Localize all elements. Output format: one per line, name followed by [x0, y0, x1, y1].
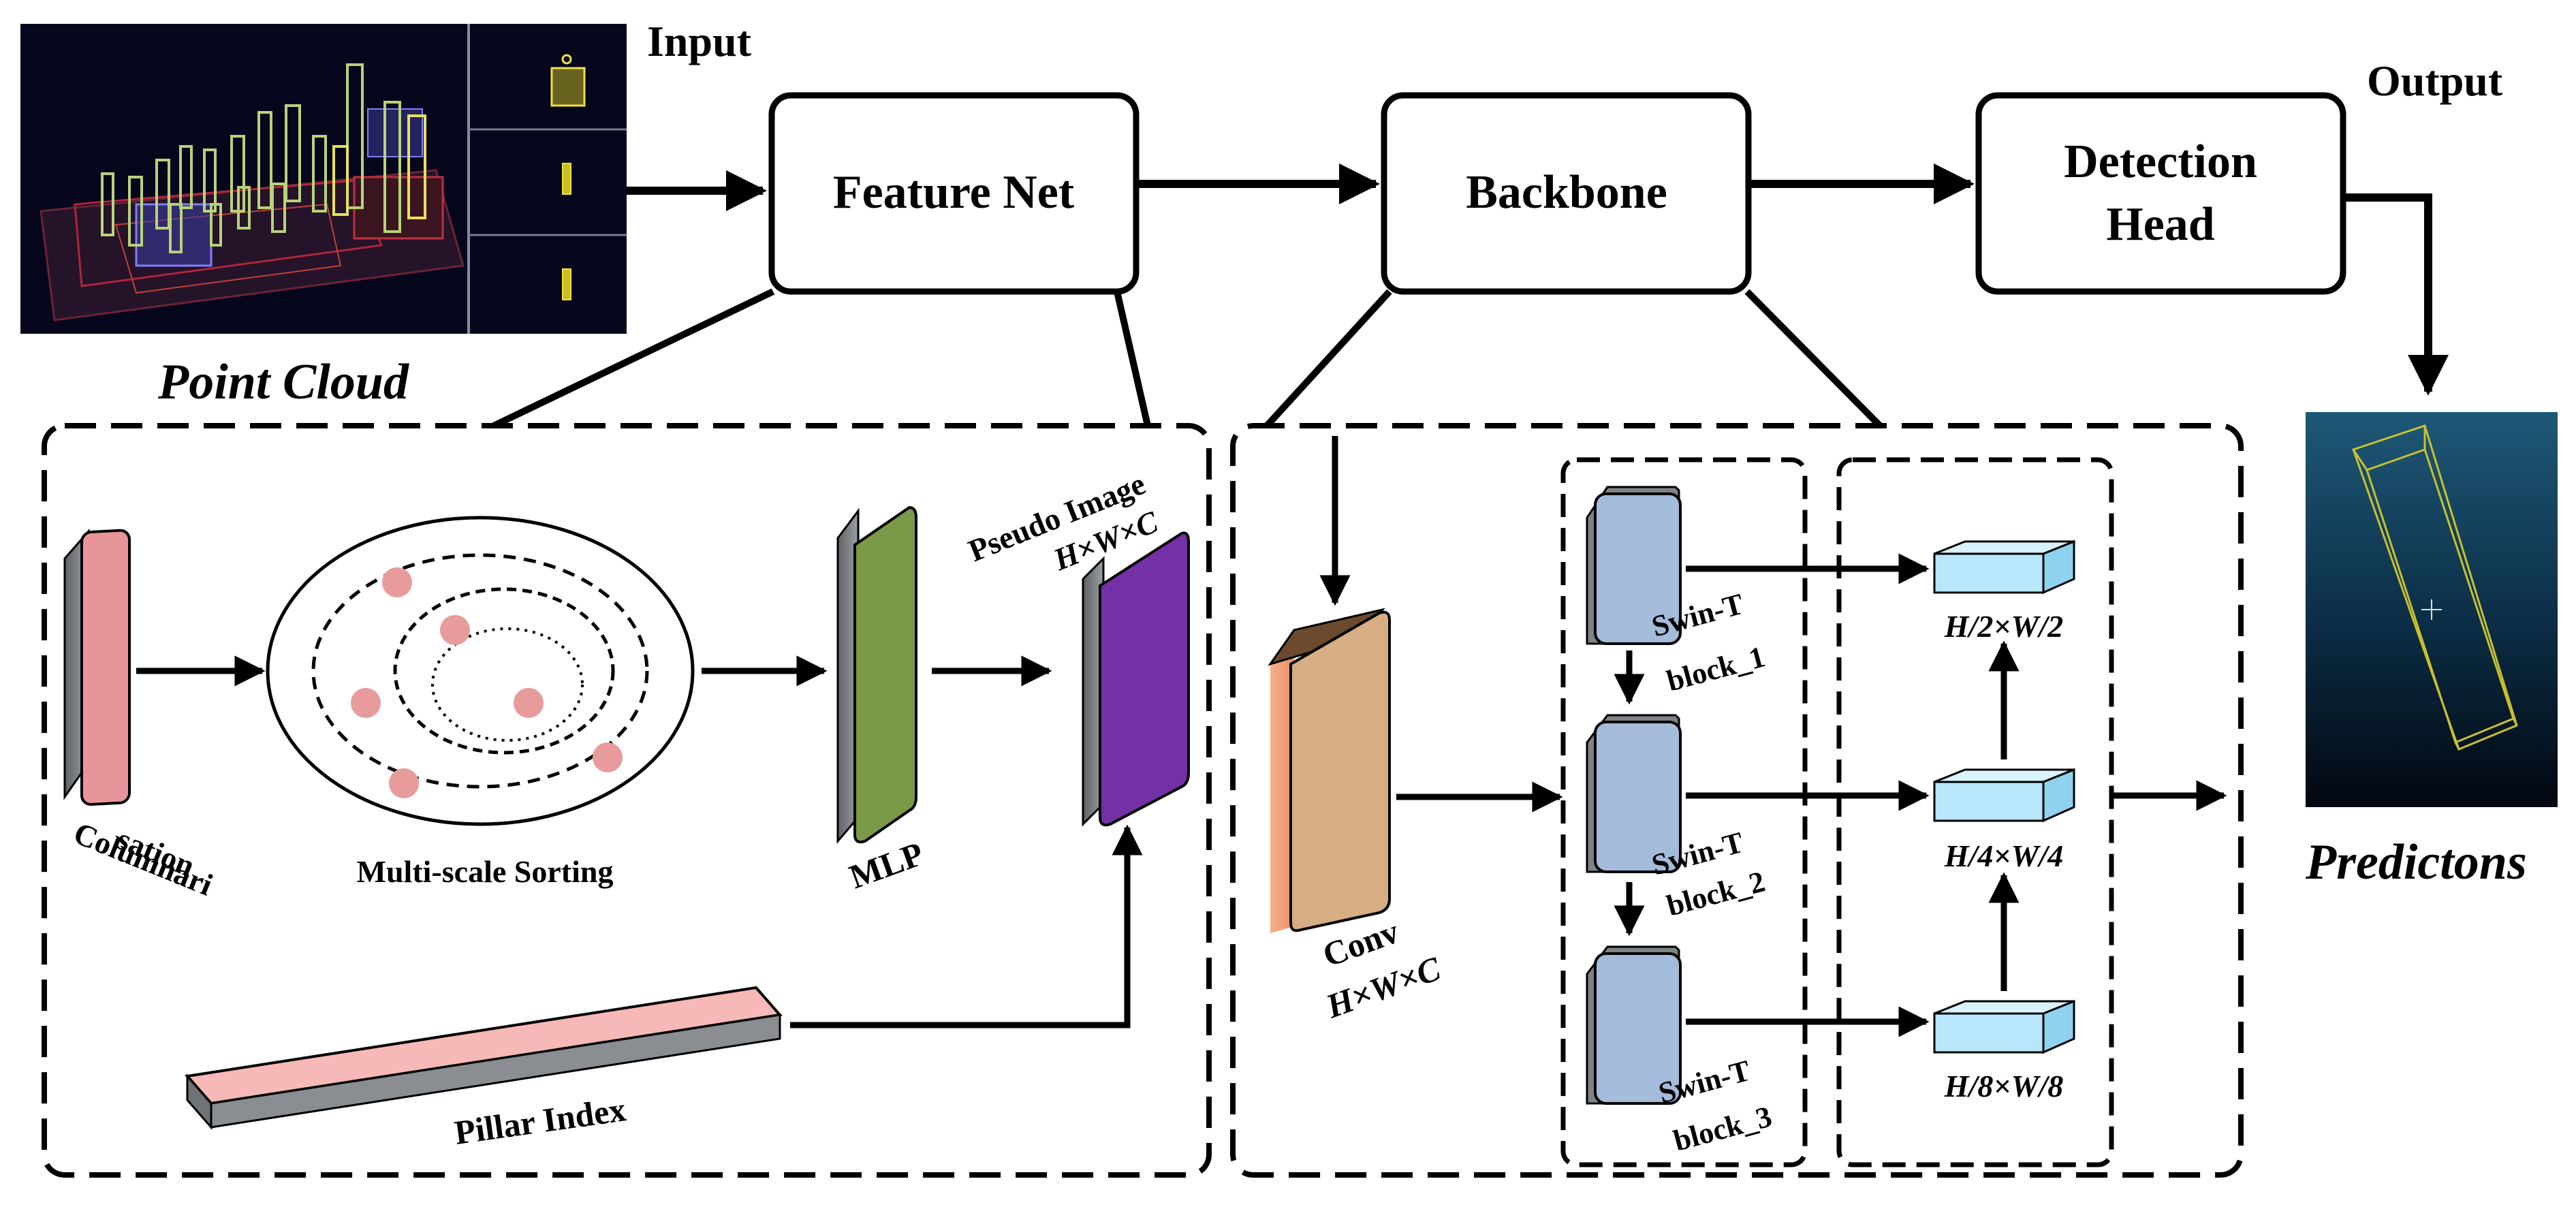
swin-block-3-label-line2: block_3 [1670, 1099, 1775, 1157]
swin-block-2 [1586, 714, 1682, 873]
feature-net-detail-panel [42, 423, 1212, 1178]
predictions-caption: Predictons [2305, 834, 2527, 890]
swin-blocks-group [1560, 457, 1808, 1167]
feature-map-h4 [1933, 768, 2075, 823]
prediction-image [2306, 412, 2558, 807]
backbone-label: Backbone [1466, 166, 1667, 219]
detection-head-label-line2: Head [2106, 198, 2215, 251]
columnarisation-plate [63, 529, 131, 806]
swin-block-3 [1586, 945, 1682, 1105]
backbone-detail-panel [1230, 423, 2244, 1178]
point-cloud-image [20, 24, 627, 334]
feature-map-h8-label: H/8×W/8 [1944, 1069, 2063, 1103]
feature-maps-group [1836, 457, 2114, 1167]
arrow-pillar-to-pseudo [790, 824, 1143, 1029]
detection-head-block: Detection Head [1975, 92, 2346, 295]
multi-scale-sorting-diagram [266, 516, 695, 826]
backbone-block: Backbone [1381, 92, 1752, 295]
feature-map-h2 [1933, 539, 2075, 595]
pillar-index-label: Pillar Index [452, 1090, 629, 1152]
conv-block [1268, 608, 1391, 933]
feature-net-block: Feature Net [768, 92, 1140, 295]
swin-block-1-label-line2: block_1 [1663, 640, 1768, 697]
mlp-plate [836, 505, 917, 845]
multi-scale-sorting-label: Multi-scale Sorting [357, 854, 614, 889]
feature-map-h2-label: H/2×W/2 [1944, 609, 2063, 644]
pillar-index-bar [185, 986, 783, 1130]
output-label: Output [2367, 57, 2503, 105]
zoom-lines [492, 288, 1883, 429]
swin-block-1 [1586, 486, 1682, 645]
feature-map-h8 [1933, 999, 2075, 1054]
mlp-label: MLP [845, 834, 929, 896]
feature-map-h4-label: H/4×W/4 [1944, 838, 2063, 873]
pseudo-image-plate [1082, 531, 1190, 827]
top-flow-arrows [627, 163, 2449, 396]
point-cloud-caption: Point Cloud [157, 354, 409, 410]
feature-net-label: Feature Net [833, 166, 1074, 219]
input-label: Input [647, 17, 752, 65]
detection-head-label-line1: Detection [2064, 136, 2257, 188]
